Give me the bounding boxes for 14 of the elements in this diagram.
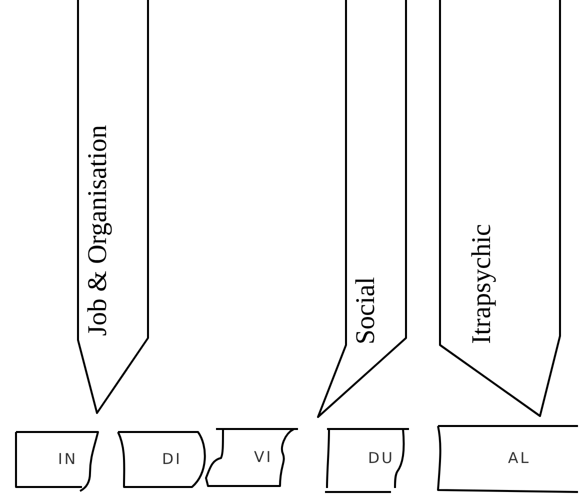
box-label: VI: [254, 450, 273, 465]
box-label: IN: [58, 452, 78, 467]
label-box: [16, 428, 100, 492]
box-label: DI: [162, 452, 182, 467]
arrow-shape: [76, 0, 150, 416]
box-label: AL: [508, 451, 531, 466]
arrow-label: Itrapsychic: [468, 224, 495, 344]
label-box: [325, 426, 411, 492]
arrow-shape: [438, 0, 562, 420]
arrow-label: Job & Organisation: [84, 125, 111, 336]
arrow-label: Social: [352, 276, 379, 344]
arrow-shape: [314, 0, 408, 420]
box-label: DU: [368, 451, 395, 466]
label-box: [436, 424, 579, 494]
